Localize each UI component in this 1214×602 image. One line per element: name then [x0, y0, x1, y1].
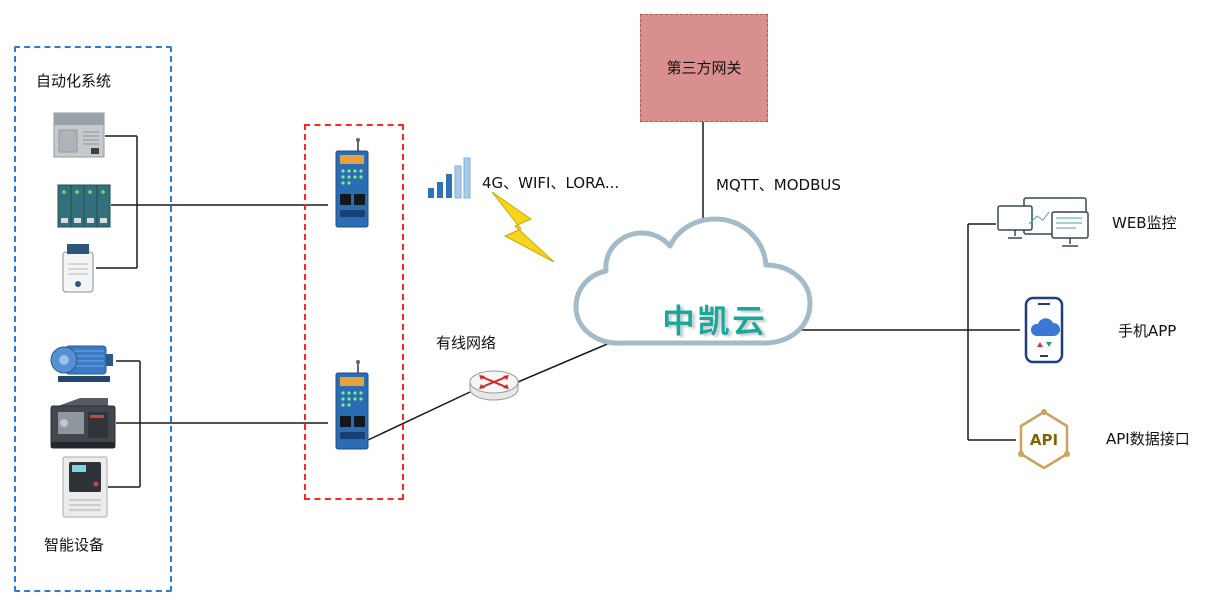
plc-rack-icon — [57, 184, 111, 228]
wired-network-label: 有线网络 — [436, 334, 497, 352]
sensor-icon — [62, 244, 94, 293]
web-monitor-icon — [997, 197, 1089, 247]
lightning-bolt-icon — [491, 191, 555, 263]
gateway-group-box — [304, 124, 404, 500]
cloud-label: 中凯云 — [662, 302, 768, 340]
api-icon: API — [1018, 409, 1070, 470]
wireless-protocols-label: 4G、WIFI、LORA... — [482, 174, 620, 192]
inverter-icon — [62, 456, 108, 518]
router-icon — [469, 370, 519, 401]
signal-bars-icon — [428, 157, 471, 199]
automation-systems-label: 自动化系统 — [36, 72, 112, 90]
pump-icon — [50, 345, 113, 382]
third-party-gateway-label: 第三方网关 — [666, 59, 742, 77]
device-group-box — [14, 46, 172, 592]
gateway-device-icon-bottom — [335, 360, 369, 450]
api-badge-text: API — [1030, 431, 1058, 449]
mobile-app-icon — [1024, 296, 1064, 364]
machine-tool-icon — [50, 398, 116, 449]
plc-icon — [53, 112, 105, 158]
web-monitor-label: WEB监控 — [1112, 214, 1177, 232]
gateway-device-icon-top — [335, 138, 369, 228]
api-data-label: API数据接口 — [1106, 430, 1190, 448]
smart-devices-label: 智能设备 — [44, 536, 105, 554]
third-party-gateway-box: 第三方网关 — [640, 14, 768, 122]
protocol-label: MQTT、MODBUS — [716, 176, 841, 194]
cloud-shape — [573, 216, 813, 346]
mobile-app-label: 手机APP — [1118, 322, 1177, 340]
